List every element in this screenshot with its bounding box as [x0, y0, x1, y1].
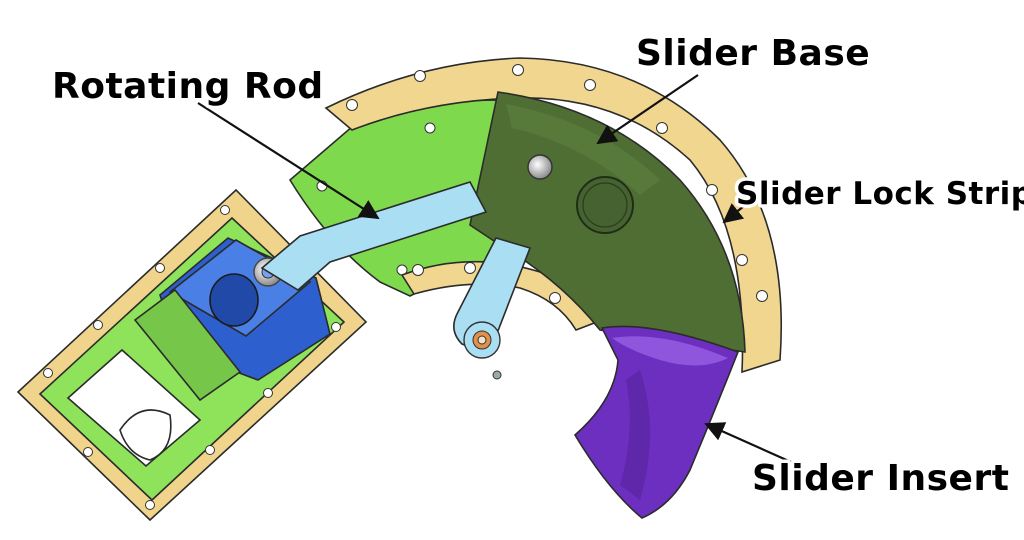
slider-insert [573, 325, 740, 519]
strip-bolt-holes [346, 64, 768, 304]
leader-slider-lock-strip [722, 203, 745, 224]
leader-rotating-rod [197, 102, 380, 220]
label-slider-insert: Slider Insert [752, 458, 1009, 499]
label-slider-base: Slider Base [636, 33, 870, 74]
leader-lines [197, 74, 801, 468]
label-slider-lock-strip: Slider Lock Strip [736, 176, 1024, 212]
leader-slider-base [596, 74, 699, 145]
leader-slider-insert [704, 422, 801, 468]
rotating-rod [260, 181, 532, 380]
label-rotating-rod: Rotating Rod [52, 66, 324, 107]
slider-base [469, 91, 746, 353]
